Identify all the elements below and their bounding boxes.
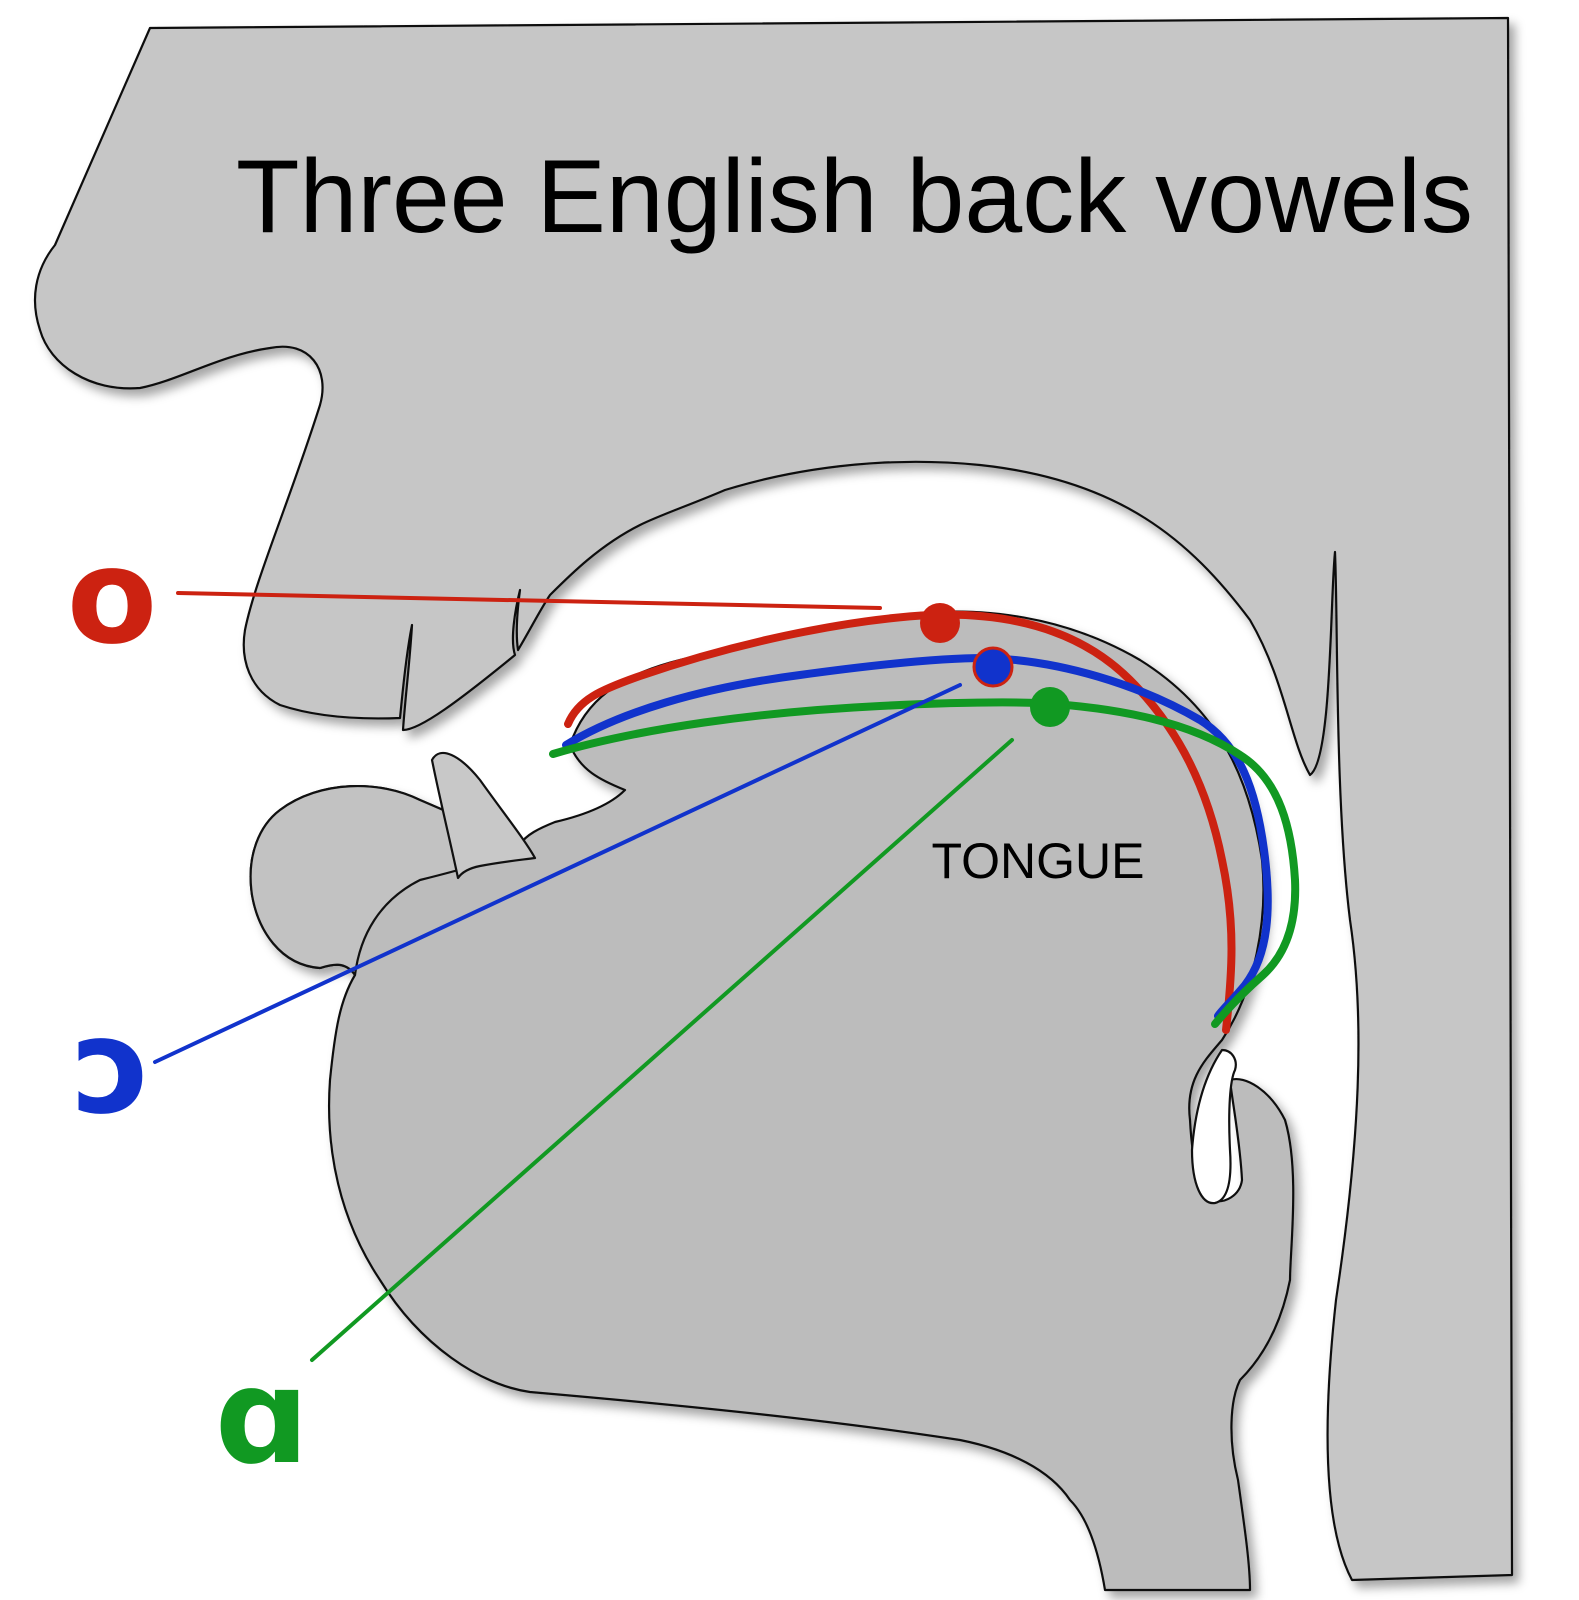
pharynx-cavity: [1190, 1048, 1237, 1205]
vowel-symbol-open-o: ɔ: [73, 990, 151, 1144]
lower-teeth: [430, 751, 537, 880]
constriction-point-open-o: [972, 646, 1014, 688]
contour-script-a: [549, 698, 1300, 1028]
constriction-point-o: [920, 603, 960, 643]
vowel-symbol-o: o: [67, 520, 158, 674]
head-silhouette: [33, 16, 1514, 1582]
constriction-point-script-a: [1030, 687, 1070, 727]
contour-open-o: [562, 654, 1272, 1020]
leader-line-o: [176, 591, 882, 610]
leader-line-open-o: [153, 683, 962, 1064]
page-title: Three English back vowels: [236, 139, 1473, 255]
leader-line-script-a: [310, 738, 1014, 1362]
tongue-label: TONGUE: [932, 833, 1145, 889]
tongue-and-jaw: [249, 610, 1295, 1592]
vowel-symbol-script-a: ɑ: [215, 1340, 310, 1494]
contour-o: [564, 610, 1236, 1034]
